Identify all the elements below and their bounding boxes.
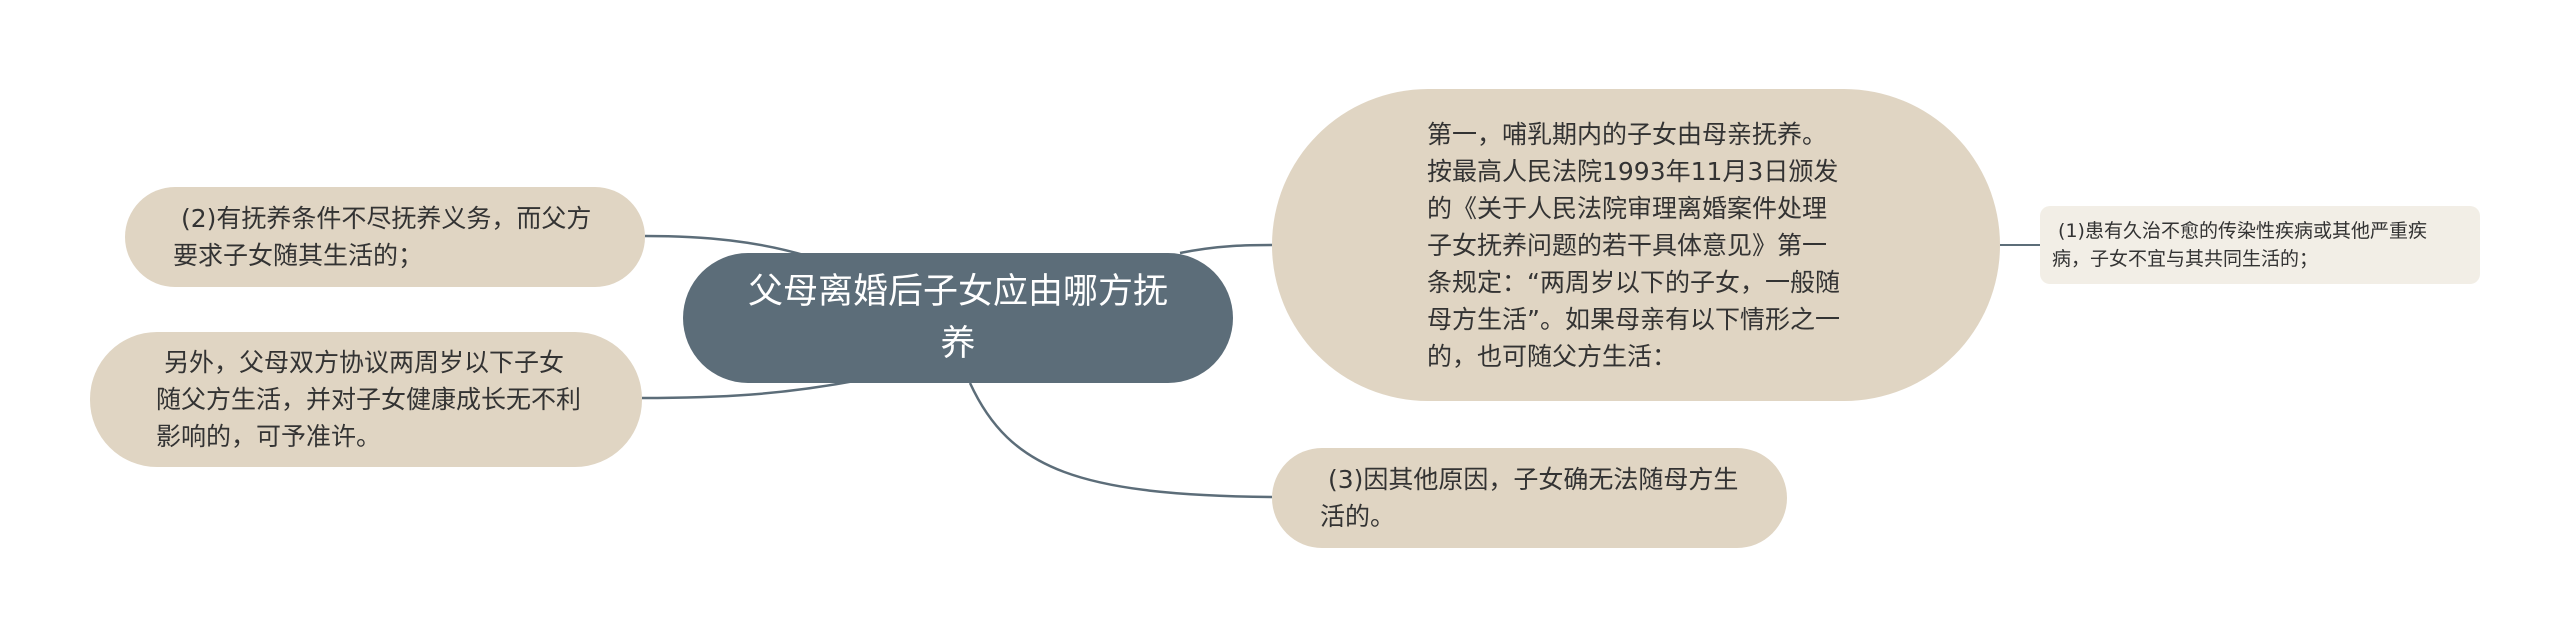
left-topic-node-2[interactable]: 另外，父母双方协议两周岁以下子女随父方生活，并对子女健康成长无不利影响的，可予准… xyxy=(90,332,642,467)
right-topic-node-1[interactable]: 第一，哺乳期内的子女由母亲抚养。按最高人民法院1993年11月3日颁发的《关于人… xyxy=(1272,89,2000,401)
connector-center-to-left-bottom xyxy=(641,378,861,400)
central-topic-node[interactable]: 父母离婚后子女应由哪方抚养 xyxy=(683,253,1233,383)
left-topic-label-2: 另外，父母双方协议两周岁以下子女随父方生活，并对子女健康成长无不利影响的，可予准… xyxy=(156,348,582,451)
right-topic-node-2[interactable]: (3)因其他原因，子女确无法随母方生活的。 xyxy=(1272,448,1787,548)
central-topic-label: 父母离婚后子女应由哪方抚养 xyxy=(748,272,1169,364)
right-topic-label-2: (3)因其他原因，子女确无法随母方生活的。 xyxy=(1320,465,1739,531)
connector-center-to-right-top xyxy=(1179,243,1273,255)
right-topic-label-1: 第一，哺乳期内的子女由母亲抚养。按最高人民法院1993年11月3日颁发的《关于人… xyxy=(1427,119,1840,371)
connector-center-to-right-bottom xyxy=(968,382,1273,499)
left-topic-node-1[interactable]: (2)有抚养条件不尽抚养义务，而父方要求子女随其生活的； xyxy=(125,187,645,287)
sub-topic-node[interactable]: (1)患有久治不愈的传染性疾病或其他严重疾病，子女不宜与其共同生活的； xyxy=(2040,206,2480,284)
sub-topic-label: (1)患有久治不愈的传染性疾病或其他严重疾病，子女不宜与其共同生活的； xyxy=(2052,220,2427,270)
left-topic-label-1: (2)有抚养条件不尽抚养义务，而父方要求子女随其生活的； xyxy=(173,204,592,270)
